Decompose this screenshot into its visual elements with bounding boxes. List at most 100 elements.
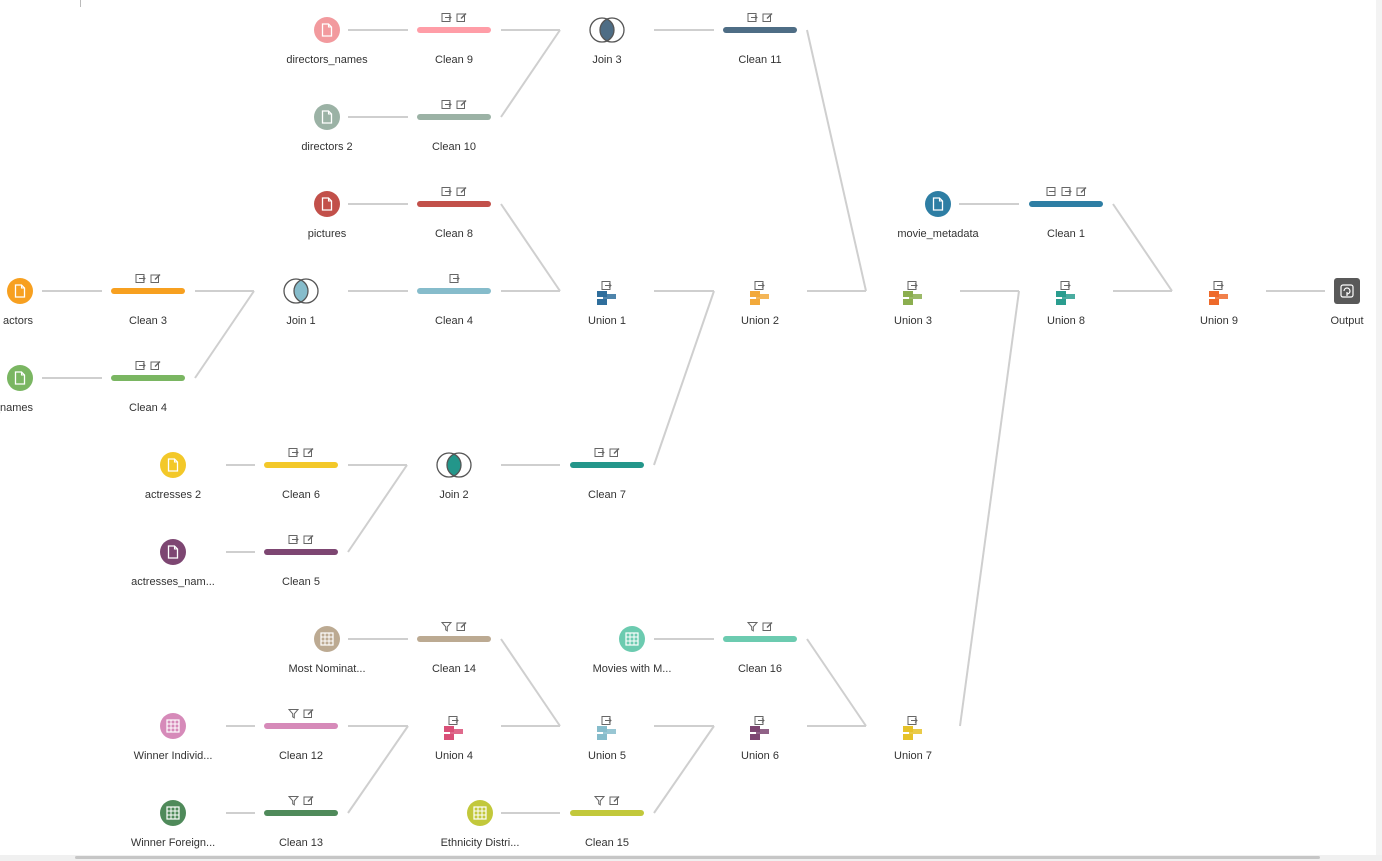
node-label: Clean 9 bbox=[435, 54, 473, 66]
rename-icon[interactable] bbox=[1061, 186, 1072, 197]
rename-icon[interactable] bbox=[135, 360, 146, 371]
union-icon[interactable] bbox=[1055, 290, 1077, 311]
rename-icon[interactable] bbox=[1060, 280, 1071, 291]
union-icon[interactable] bbox=[443, 725, 465, 746]
rename-icon[interactable] bbox=[135, 273, 146, 284]
rename-icon[interactable] bbox=[601, 280, 612, 291]
filter-icon[interactable] bbox=[288, 708, 299, 719]
join-icon[interactable] bbox=[434, 451, 474, 484]
split-icon[interactable] bbox=[1046, 186, 1057, 197]
rename-icon[interactable] bbox=[441, 99, 452, 110]
edit-icon[interactable] bbox=[303, 795, 314, 806]
rename-icon[interactable] bbox=[747, 12, 758, 23]
join-icon[interactable] bbox=[281, 277, 321, 310]
edit-icon[interactable] bbox=[456, 186, 467, 197]
horizontal-scrollbar[interactable] bbox=[0, 855, 1382, 861]
table-input-icon[interactable] bbox=[619, 626, 645, 652]
union-icon[interactable] bbox=[749, 725, 771, 746]
rename-icon[interactable] bbox=[441, 186, 452, 197]
flow-link bbox=[194, 290, 255, 379]
edit-icon[interactable] bbox=[762, 12, 773, 23]
clean-step-bar[interactable] bbox=[417, 114, 491, 120]
output-icon[interactable] bbox=[1334, 278, 1360, 304]
rename-icon[interactable] bbox=[449, 273, 460, 284]
table-input-icon[interactable] bbox=[160, 713, 186, 739]
table-input-icon[interactable] bbox=[314, 626, 340, 652]
clean-step-bar[interactable] bbox=[723, 27, 797, 33]
clean-step-bar[interactable] bbox=[264, 549, 338, 555]
edit-icon[interactable] bbox=[150, 360, 161, 371]
clean-step-bar[interactable] bbox=[570, 462, 644, 468]
clean-step-bar[interactable] bbox=[264, 810, 338, 816]
clean-step-bar[interactable] bbox=[111, 375, 185, 381]
file-input-icon[interactable] bbox=[160, 452, 186, 478]
filter-icon[interactable] bbox=[747, 621, 758, 632]
file-input-icon[interactable] bbox=[925, 191, 951, 217]
node-label: Winner Individ... bbox=[133, 750, 213, 762]
clean-step-bar[interactable] bbox=[417, 27, 491, 33]
clean-step-bar[interactable] bbox=[417, 288, 491, 294]
edit-icon[interactable] bbox=[150, 273, 161, 284]
join-icon[interactable] bbox=[587, 16, 627, 49]
clean-step-bar[interactable] bbox=[264, 462, 338, 468]
edit-icon[interactable] bbox=[609, 447, 620, 458]
node-label: Union 5 bbox=[588, 750, 626, 762]
rename-icon[interactable] bbox=[601, 715, 612, 726]
file-input-icon[interactable] bbox=[314, 17, 340, 43]
step-changes bbox=[264, 707, 338, 719]
rename-icon[interactable] bbox=[907, 280, 918, 291]
node-label: Clean 8 bbox=[435, 228, 473, 240]
rename-icon[interactable] bbox=[754, 280, 765, 291]
union-icon[interactable] bbox=[749, 290, 771, 311]
union-icon[interactable] bbox=[596, 725, 618, 746]
rename-icon[interactable] bbox=[288, 447, 299, 458]
node-label: Union 9 bbox=[1200, 315, 1238, 327]
step-changes bbox=[264, 533, 338, 545]
edit-icon[interactable] bbox=[303, 447, 314, 458]
edit-icon[interactable] bbox=[456, 99, 467, 110]
edit-icon[interactable] bbox=[456, 621, 467, 632]
rename-icon[interactable] bbox=[754, 715, 765, 726]
edit-icon[interactable] bbox=[762, 621, 773, 632]
node-label: movie_metadata bbox=[897, 228, 979, 240]
clean-step-bar[interactable] bbox=[417, 636, 491, 642]
file-input-icon[interactable] bbox=[7, 365, 33, 391]
file-input-icon[interactable] bbox=[160, 539, 186, 565]
node-label: Clean 4 bbox=[435, 315, 473, 327]
edit-icon[interactable] bbox=[303, 534, 314, 545]
file-input-icon[interactable] bbox=[314, 191, 340, 217]
filter-icon[interactable] bbox=[594, 795, 605, 806]
union-icon[interactable] bbox=[1208, 290, 1230, 311]
rename-icon[interactable] bbox=[1213, 280, 1224, 291]
table-input-icon[interactable] bbox=[160, 800, 186, 826]
flow-link bbox=[806, 638, 867, 727]
union-icon[interactable] bbox=[902, 725, 924, 746]
clean-step-bar[interactable] bbox=[570, 810, 644, 816]
rename-icon[interactable] bbox=[288, 534, 299, 545]
clean-step-bar[interactable] bbox=[417, 201, 491, 207]
edit-icon[interactable] bbox=[456, 12, 467, 23]
rename-icon[interactable] bbox=[907, 715, 918, 726]
edit-icon[interactable] bbox=[609, 795, 620, 806]
file-input-icon[interactable] bbox=[314, 104, 340, 130]
union-icon[interactable] bbox=[902, 290, 924, 311]
rename-icon[interactable] bbox=[594, 447, 605, 458]
union-icon[interactable] bbox=[596, 290, 618, 311]
filter-icon[interactable] bbox=[288, 795, 299, 806]
horizontal-scroll-thumb[interactable] bbox=[75, 856, 1320, 859]
clean-step-bar[interactable] bbox=[264, 723, 338, 729]
table-input-icon[interactable] bbox=[467, 800, 493, 826]
vertical-scrollbar[interactable] bbox=[1376, 0, 1382, 855]
rename-icon[interactable] bbox=[441, 12, 452, 23]
clean-step-bar[interactable] bbox=[1029, 201, 1103, 207]
clean-step-bar[interactable] bbox=[111, 288, 185, 294]
node-label: Clean 6 bbox=[282, 489, 320, 501]
node-label: Clean 16 bbox=[737, 663, 783, 675]
clean-step-bar[interactable] bbox=[723, 636, 797, 642]
filter-icon[interactable] bbox=[441, 621, 452, 632]
step-changes bbox=[570, 794, 644, 806]
rename-icon[interactable] bbox=[448, 715, 459, 726]
edit-icon[interactable] bbox=[1076, 186, 1087, 197]
edit-icon[interactable] bbox=[303, 708, 314, 719]
file-input-icon[interactable] bbox=[7, 278, 33, 304]
